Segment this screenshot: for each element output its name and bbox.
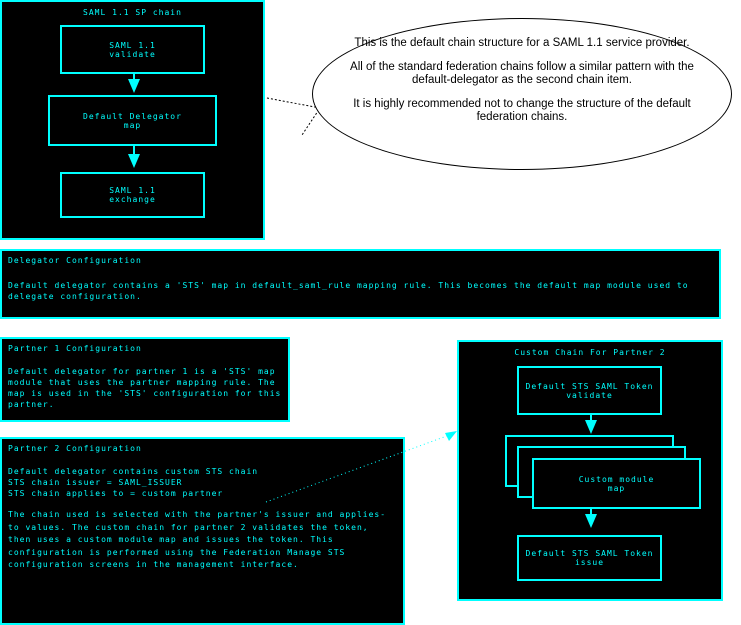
- box-label: Default STS SAML Token: [525, 381, 654, 391]
- arrow-down-icon: [585, 514, 597, 528]
- panel-body-line: STS chain applies to = custom partner: [8, 489, 224, 498]
- panel-body: Default delegator contains a 'STS' map i…: [8, 281, 689, 301]
- panel-title: Partner 2 Configuration: [8, 444, 142, 453]
- box-label: SAML 1.1: [109, 186, 156, 195]
- arrow-down-icon: [128, 154, 140, 168]
- callout-bubble: This is the default chain structure for …: [312, 18, 732, 170]
- arrow-down-icon: [128, 79, 140, 93]
- arrow-down-icon: [585, 420, 597, 434]
- delegator-config-panel: Delegator Configuration Default delegato…: [0, 249, 721, 319]
- callout-text-1: This is the default chain structure for …: [354, 37, 690, 49]
- panel-body-line: Default delegator contains custom STS ch…: [8, 467, 259, 476]
- callout-text-3: It is highly recommended not to change t…: [353, 98, 691, 123]
- box-label: Default Delegator: [83, 111, 182, 121]
- box-label: Default STS SAML Token: [525, 549, 654, 558]
- box-sublabel: map: [123, 120, 142, 130]
- panel-body: The chain used is selected with the part…: [8, 510, 387, 569]
- connector-line: [265, 431, 457, 503]
- box-label: SAML 1.1: [109, 40, 156, 50]
- panel-title: Partner 1 Configuration: [8, 344, 142, 353]
- panel-title: Delegator Configuration: [8, 256, 142, 265]
- chain-panel-title: SAML 1.1 SP chain: [83, 8, 182, 17]
- partner2-config-panel: Partner 2 Configuration Default delegato…: [0, 437, 405, 625]
- panel-body-line: STS chain issuer = SAML_ISSUER: [8, 478, 183, 487]
- panel-body: Default delegator for partner 1 is a 'ST…: [8, 367, 282, 409]
- custom-chain-title: Custom Chain For Partner 2: [514, 348, 666, 357]
- callout-text-2: All of the standard federation chains fo…: [350, 61, 694, 86]
- box-sublabel: map: [607, 483, 626, 493]
- box-sublabel: exchange: [109, 195, 156, 204]
- box-sublabel: validate: [566, 390, 613, 400]
- box-sublabel: validate: [109, 49, 156, 59]
- box-label: Custom module: [578, 474, 655, 484]
- box-sublabel: issue: [574, 558, 605, 567]
- partner1-config-panel: Partner 1 Configuration Default delegato…: [0, 337, 290, 422]
